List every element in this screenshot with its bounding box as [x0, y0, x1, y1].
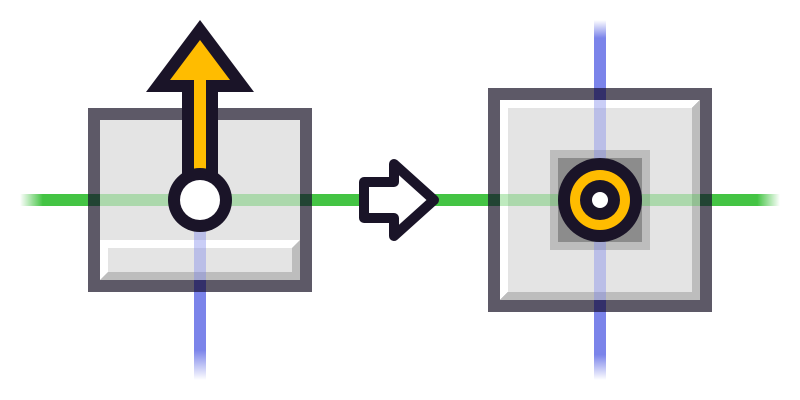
left-box-icon [88, 20, 312, 380]
right-arrow-icon [359, 159, 439, 241]
up-arrow-icon [146, 20, 254, 232]
right-box-icon [488, 20, 712, 380]
target-icon [558, 158, 642, 242]
